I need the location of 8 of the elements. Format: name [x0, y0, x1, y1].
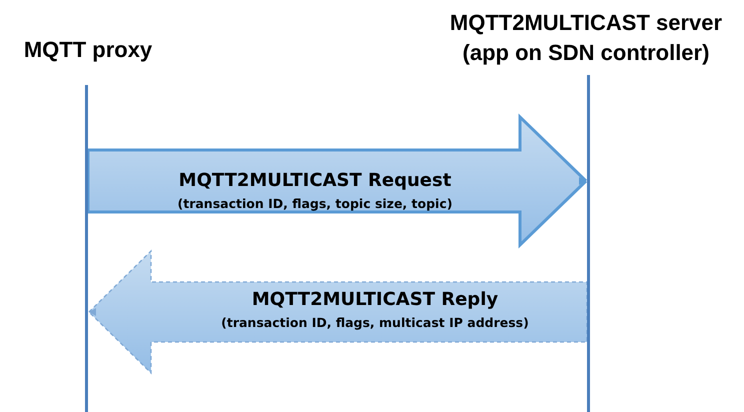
edge-label: MQTT2MULTICAST Request (transaction ID, flags, topic size, topic)	[176, 169, 454, 213]
block-arrow	[88, 249, 588, 375]
lifeline	[85, 85, 88, 412]
participant-label: MQTT2MULTICAST server (app on SDN controller)	[430, 8, 742, 68]
participant-label: MQTT proxy	[8, 35, 168, 65]
edge-label: MQTT2MULTICAST Reply (transaction ID, flags, multicast IP address)	[220, 288, 530, 332]
block-arrow	[86, 113, 588, 249]
lifeline	[587, 75, 590, 412]
